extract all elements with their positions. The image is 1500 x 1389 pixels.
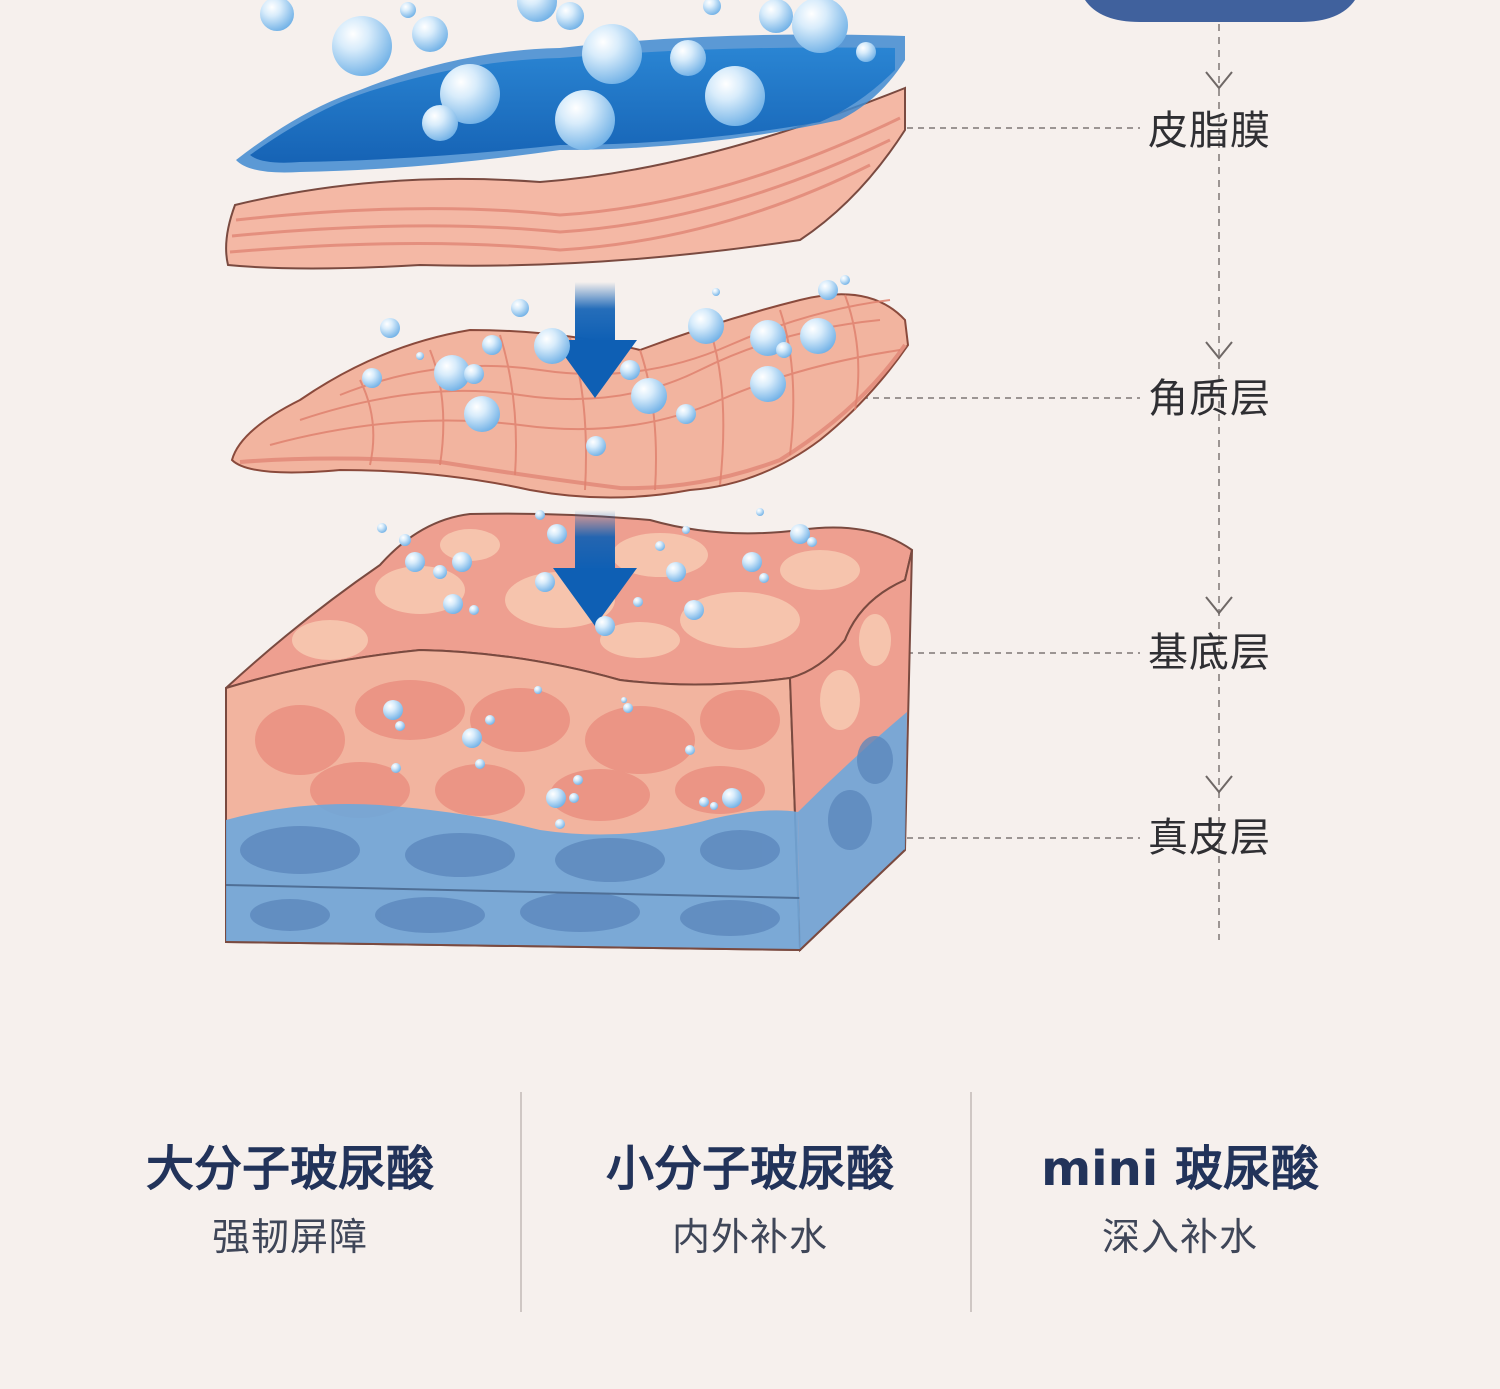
divider xyxy=(520,1092,522,1312)
water-bubble-icon xyxy=(260,0,876,829)
card-small-molecule: 小分子玻尿酸 内外补水 xyxy=(530,1092,970,1312)
chevron-down-icon xyxy=(1205,71,1233,90)
stratum-corneum-layer xyxy=(230,293,910,499)
card-subtitle: 内外补水 xyxy=(671,1215,828,1259)
down-arrow-icon xyxy=(553,510,637,626)
card-title: 大分子玻尿酸 xyxy=(145,1141,434,1197)
layer-label-basal: 基底层 xyxy=(1148,630,1271,676)
card-title: mini 玻尿酸 xyxy=(1041,1141,1319,1197)
header-badge xyxy=(1085,0,1355,22)
card-mini: mini 玻尿酸 深入补水 xyxy=(960,1092,1400,1312)
skin-layers-illustration xyxy=(225,0,1355,953)
card-title: 小分子玻尿酸 xyxy=(605,1141,894,1197)
card-subtitle: 深入补水 xyxy=(1101,1215,1258,1259)
chevron-down-icon xyxy=(1205,341,1233,360)
layer-label-dermis: 真皮层 xyxy=(1148,815,1271,861)
card-subtitle: 强韧屏障 xyxy=(211,1215,368,1259)
divider xyxy=(970,1092,972,1312)
hyaluronic-acid-cards: 大分子玻尿酸 强韧屏障 小分子玻尿酸 内外补水 mini 玻尿酸 深入补水 xyxy=(70,1092,1430,1312)
chevron-down-icon xyxy=(1205,775,1233,794)
chevron-down-icon xyxy=(1205,596,1233,615)
layer-label-sebum: 皮脂膜 xyxy=(1148,108,1271,154)
down-arrow-icon xyxy=(553,282,637,398)
layer-label-stratum-corneum: 角质层 xyxy=(1148,376,1271,422)
card-large-molecule: 大分子玻尿酸 强韧屏障 xyxy=(70,1092,510,1312)
sebum-layer xyxy=(225,34,906,270)
